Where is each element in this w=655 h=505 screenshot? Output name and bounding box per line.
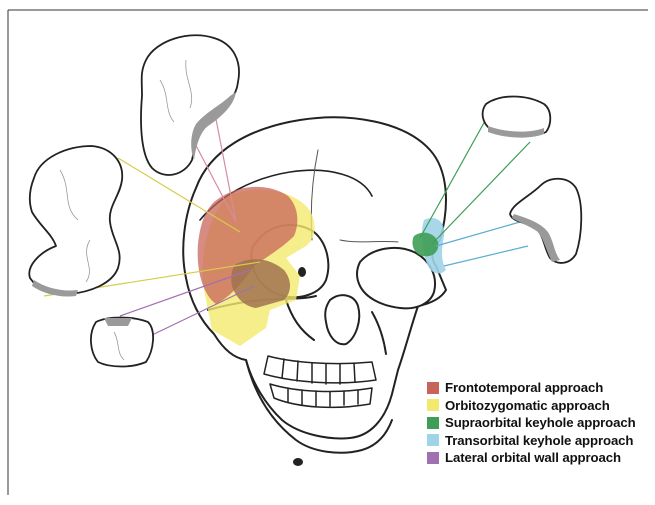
legend-item-frontotemporal: Frontotemporal approach — [427, 379, 655, 397]
legend-item-orbitozygomatic: Orbitozygomatic approach — [427, 397, 655, 415]
legend-swatch — [427, 382, 439, 394]
legend-item-lateral-orbital: Lateral orbital wall approach — [427, 449, 655, 467]
bone-flap-icon — [483, 97, 551, 138]
legend-label: Orbitozygomatic approach — [445, 398, 610, 413]
connector-transorbital-1 — [436, 222, 520, 246]
legend-label: Supraorbital keyhole approach — [445, 415, 636, 430]
bone-flap-icon — [29, 146, 122, 297]
legend-swatch — [427, 417, 439, 429]
legend-item-supraorbital: Supraorbital keyhole approach — [427, 414, 655, 432]
legend-swatch — [427, 452, 439, 464]
legend-label: Frontotemporal approach — [445, 380, 603, 395]
mental-foramen — [294, 459, 302, 465]
legend-label: Transorbital keyhole approach — [445, 433, 633, 448]
nasal-aperture — [325, 295, 359, 344]
connector-transorbital-2 — [444, 246, 528, 266]
legend-item-transorbital: Transorbital keyhole approach — [427, 432, 655, 450]
legend-swatch — [427, 399, 439, 411]
supraorbital-foramen — [299, 268, 305, 276]
bone-flap-icon — [510, 179, 581, 263]
legend-swatch — [427, 434, 439, 446]
legend: Frontotemporal approach Orbitozygomatic … — [427, 379, 655, 467]
bone-flap-icon — [91, 318, 153, 367]
legend-label: Lateral orbital wall approach — [445, 450, 621, 465]
